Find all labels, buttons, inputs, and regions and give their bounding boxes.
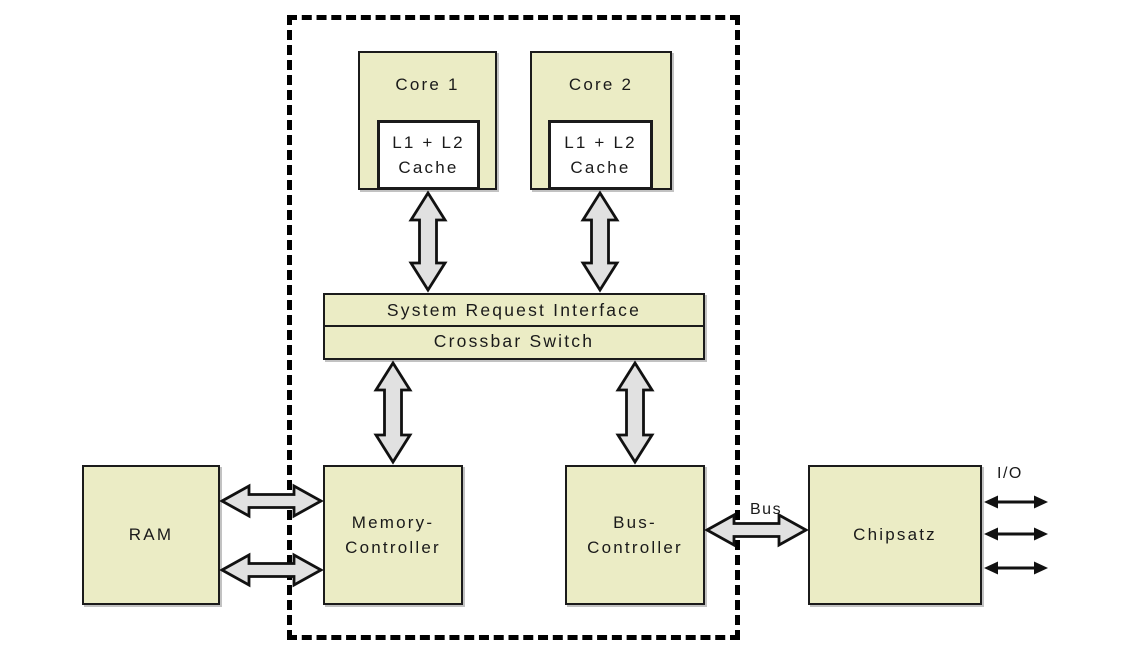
- memory-controller-box: Memory- Controller: [323, 465, 463, 605]
- bus-controller-box: Bus- Controller: [565, 465, 705, 605]
- system-request-interface-box: System Request Interface Crossbar Switch: [323, 293, 705, 360]
- bus-controller-line1: Bus-: [613, 512, 657, 532]
- cache1-box: L1 + L2 Cache: [377, 120, 480, 190]
- bus-controller-line2: Controller: [587, 538, 683, 557]
- cache2-box: L1 + L2 Cache: [548, 120, 653, 190]
- core1-label: Core 1: [395, 75, 460, 94]
- system-request-interface-row: System Request Interface: [325, 295, 703, 327]
- chipset-label: Chipsatz: [853, 525, 937, 544]
- chipset-box: Chipsatz: [808, 465, 982, 605]
- cache2-line2: Cache: [570, 158, 631, 177]
- core2-label: Core 2: [568, 75, 634, 94]
- crossbar-switch-row: Crossbar Switch: [325, 327, 703, 357]
- arrow-cache2-sri-icon: [580, 190, 620, 293]
- crossbar-switch-label: Crossbar Switch: [433, 331, 595, 352]
- memory-controller-line1: Memory-: [351, 512, 435, 532]
- cache1-line1: L1 + L2: [392, 132, 465, 152]
- ram-box: RAM: [82, 465, 220, 605]
- memory-controller-line2: Controller: [345, 538, 441, 557]
- arrow-cache1-sri-icon: [408, 190, 448, 293]
- cache1-line2: Cache: [398, 158, 459, 177]
- arrow-ram-memory-controller-bottom-icon: [219, 552, 324, 588]
- cache2-line1: L1 + L2: [564, 132, 637, 152]
- arrow-crossbar-bus-controller-icon: [615, 360, 655, 465]
- io-label: I/O: [997, 465, 1023, 482]
- io-arrow-2-icon: [983, 526, 1049, 542]
- io-arrow-1-icon: [983, 494, 1049, 510]
- ram-label: RAM: [128, 525, 174, 544]
- arrow-ram-memory-controller-top-icon: [219, 483, 324, 519]
- cpu-die-boundary: [287, 15, 740, 640]
- arrow-bus-controller-chipset-icon: [704, 512, 809, 548]
- system-request-interface-label: System Request Interface: [386, 299, 642, 320]
- bus-label: Bus: [750, 501, 783, 518]
- io-arrow-3-icon: [983, 560, 1049, 576]
- arrow-crossbar-memory-controller-icon: [373, 360, 413, 465]
